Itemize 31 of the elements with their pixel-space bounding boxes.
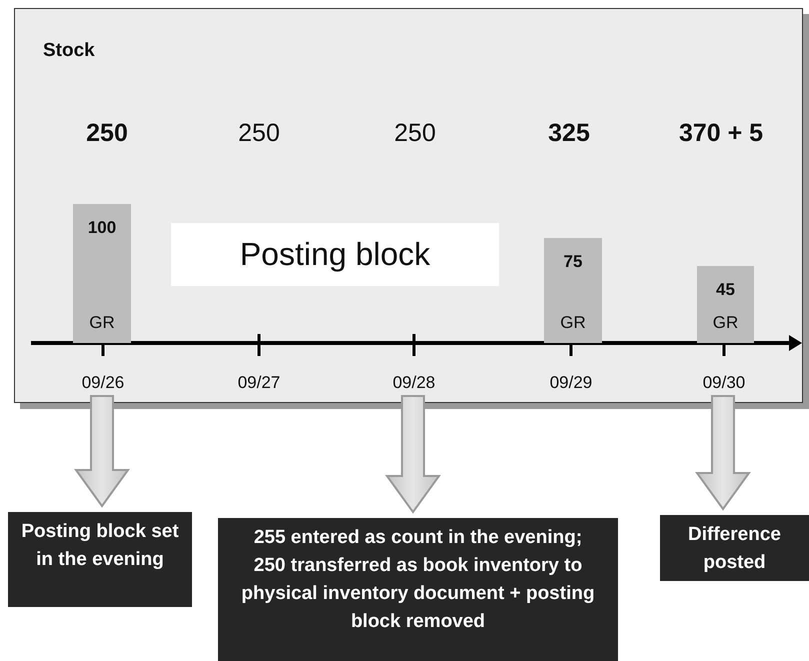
goods-receipt-bar [73,204,131,343]
block-arrow [695,395,751,511]
stock-value: 250 [86,119,128,148]
stock-value: 250 [394,119,436,148]
note-box [660,515,809,581]
note-text: Posting block set in the evening [20,520,180,572]
note-text: 250 transferred as book inventory to physical inventory document + posting block removed [240,554,596,634]
date-label: 09/28 [384,373,444,395]
date-label: 09/29 [541,373,601,395]
panel-heading: Stock [43,40,95,62]
note-text: 255 entered as count in the evening; [252,526,584,550]
goods-receipt-bar [544,238,602,343]
stock-value: 325 [548,119,590,148]
block-arrow [74,395,130,508]
note-box [218,518,618,661]
posting-block-box: Posting block [171,223,499,286]
receipt-label: GR [560,313,586,333]
quantity-value: 75 [564,252,582,272]
goods-receipt-bar [697,266,754,343]
date-label: 09/27 [229,373,289,395]
block-arrow [385,395,441,514]
quantity-value: 45 [716,280,735,300]
quantity-value: 100 [88,218,116,238]
receipt-label: GR [89,313,115,333]
date-label: 09/26 [73,373,133,395]
note-text: Difference posted [687,523,782,575]
date-label: 09/30 [694,373,754,395]
receipt-label: GR [712,313,738,333]
note-box [8,512,192,607]
stock-value: 370 + 5 [678,119,764,148]
stock-value: 250 [238,119,280,148]
